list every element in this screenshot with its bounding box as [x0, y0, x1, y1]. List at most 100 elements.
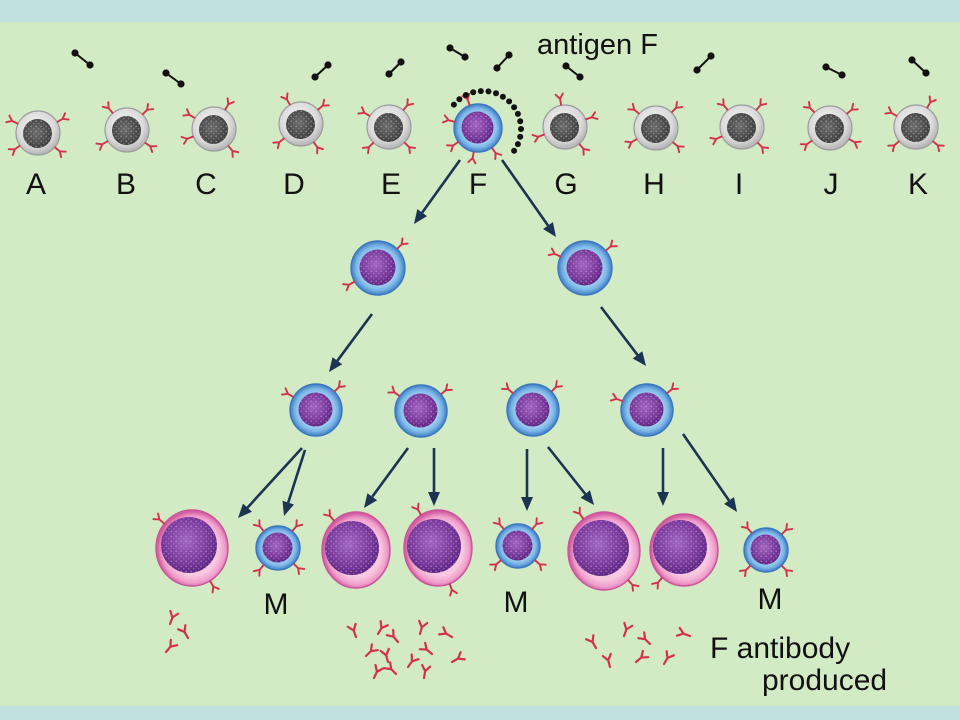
free-antibody-icon	[450, 651, 466, 664]
antibody-receptor-icon	[342, 280, 356, 292]
antibody-shape	[364, 643, 379, 658]
antibody-receptor-icon	[651, 577, 663, 590]
antibody-receptor-icon	[440, 383, 453, 395]
antibody-shape	[756, 141, 770, 155]
antigen-end	[177, 80, 185, 88]
antigen-end	[493, 64, 501, 72]
antibody-shape	[418, 641, 434, 656]
antibody-label-line2: produced	[762, 664, 887, 697]
antibody-shape	[292, 562, 306, 576]
antibody-shape	[605, 239, 618, 252]
antigen-end	[461, 53, 469, 61]
arrow-shaft	[681, 433, 731, 502]
antibody-receptor-icon	[926, 95, 937, 109]
antibody-receptor-icon	[740, 521, 753, 534]
clone-cell-gen2-4	[609, 382, 679, 437]
free-antibody-icon	[177, 624, 190, 640]
antigen-molecule	[162, 69, 185, 88]
division-arrow	[546, 446, 594, 505]
nucleus-texture	[641, 114, 670, 143]
lymphocyte-label-a: A	[26, 168, 46, 201]
antibody-receptor-icon	[402, 98, 415, 111]
nucleus-texture	[374, 113, 403, 142]
division-arrow	[238, 447, 303, 518]
free-antibody-icon	[372, 663, 385, 680]
free-antibody-icon	[420, 663, 432, 680]
arrow-shaft	[599, 306, 639, 356]
antigen-end	[908, 56, 916, 64]
lymphocyte-label-f: F	[469, 168, 487, 201]
bound-antigen-dot	[514, 110, 521, 117]
antibody-receptor-icon	[547, 247, 562, 258]
bound-antigen-dot	[462, 92, 469, 98]
antibody-shape	[312, 141, 324, 155]
clone-cell-gen2-1	[280, 380, 346, 437]
clone-cell-gen2-3	[501, 380, 563, 437]
bound-antigen-dot	[506, 98, 513, 105]
antibody-receptor-icon	[672, 141, 685, 154]
arrow-head	[657, 492, 669, 506]
antigen-end	[162, 69, 170, 77]
lymphocyte-label-h: H	[643, 168, 665, 201]
antibody-receptor-icon	[709, 135, 723, 146]
antigen-end	[707, 52, 715, 60]
division-arrow	[599, 306, 646, 366]
antibody-receptor-icon	[501, 382, 514, 394]
antibody-shape	[333, 380, 346, 393]
nucleus-texture	[815, 114, 844, 143]
antigen-molecule	[71, 49, 94, 69]
division-arrow	[500, 159, 556, 237]
bound-antigen-dot	[517, 133, 524, 140]
antibody-shape	[666, 382, 679, 394]
antibody-shape	[372, 663, 385, 680]
lymphocyte-label-j: J	[824, 168, 839, 201]
antibody-shape	[56, 112, 70, 123]
antigen-molecule	[311, 61, 332, 81]
arrow-head	[238, 503, 252, 518]
antibody-shape	[740, 521, 753, 534]
antibody-shape	[7, 144, 21, 156]
antibody-shape	[291, 519, 304, 532]
nucleus-texture	[573, 520, 629, 576]
clone-cell-gen1-right	[547, 239, 618, 296]
nucleus-texture	[112, 116, 141, 145]
antibody-shape	[799, 139, 813, 151]
antibody-shape	[489, 559, 502, 572]
antibody-receptor-icon	[573, 506, 585, 520]
antigen-end	[505, 51, 513, 59]
antibody-receptor-icon	[323, 508, 335, 522]
antibody-receptor-icon	[5, 114, 19, 125]
antibody-receptor-icon	[317, 98, 330, 111]
antibody-shape	[554, 92, 564, 106]
lymphocyte-label-c: C	[195, 168, 217, 201]
antigen-end	[822, 63, 830, 71]
antibody-receptor-icon	[7, 144, 21, 156]
free-antibody-icon	[418, 641, 434, 656]
antibody-receptor-icon	[152, 512, 165, 525]
free-antibody-icon	[418, 619, 429, 636]
antibody-receptor-icon	[312, 141, 324, 155]
nucleus-texture	[325, 521, 379, 575]
antibody-receptor-icon	[54, 146, 67, 159]
plasma-cell-5	[649, 513, 719, 590]
antibody-shape	[802, 100, 816, 114]
antibody-receptor-icon	[467, 151, 477, 165]
nucleus-texture	[629, 392, 664, 427]
antibody-shape	[467, 151, 477, 165]
antibody-shape	[601, 652, 612, 669]
free-antibody-icon	[346, 622, 358, 639]
antibody-shape	[627, 579, 640, 592]
antigen-end	[324, 61, 332, 69]
antigen-molecule	[908, 56, 930, 77]
free-antibody-icon	[385, 628, 400, 644]
free-antibody-icon	[379, 647, 390, 664]
antibody-shape	[780, 522, 794, 536]
antibody-receptor-icon	[550, 380, 563, 393]
antibody-shape	[634, 649, 650, 664]
antibody-shape	[403, 141, 417, 155]
nucleus-texture	[502, 530, 533, 561]
arrow-head	[580, 490, 594, 505]
antibody-receptor-icon	[396, 237, 409, 250]
lymphocyte-label-i: I	[735, 168, 743, 201]
antibody-receptor-icon	[666, 382, 679, 394]
